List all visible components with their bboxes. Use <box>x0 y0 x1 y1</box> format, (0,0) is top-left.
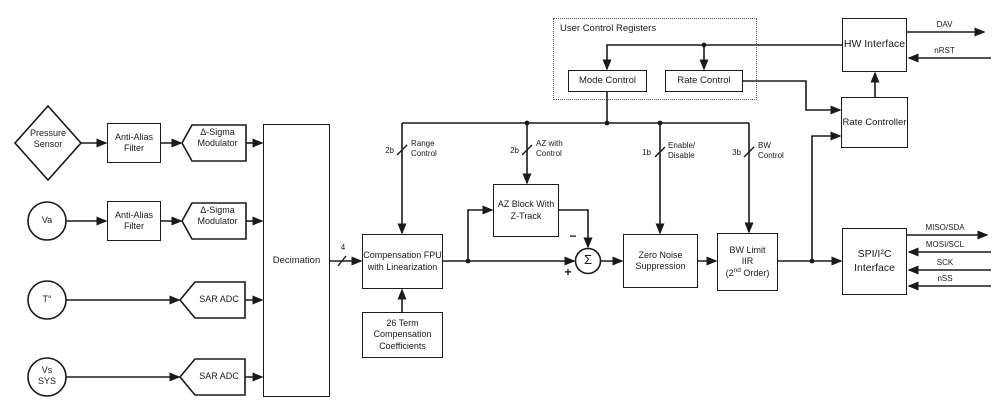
sum-minus-sign: − <box>569 229 577 243</box>
bus-width-slash-bw <box>743 146 755 158</box>
sum-plus-sign: + <box>564 265 572 279</box>
pressure-sensor-label: Pressure Sensor <box>29 128 66 149</box>
block-spi-i2c-interface: SPI/I²C Interface <box>842 228 907 295</box>
bus-width-slash-4 <box>337 255 347 267</box>
vs-sys-label: Vs SYS <box>37 365 56 386</box>
nrst-label: nRST <box>934 46 955 55</box>
wire-branch-to-az-block <box>467 205 494 261</box>
va-label: Va <box>41 215 53 225</box>
block-rate-controller: Rate Controller <box>841 97 908 148</box>
block-zero-noise-suppression: Zero Noise Suppression <box>623 234 698 288</box>
az-control-label: AZ with Control <box>536 139 563 158</box>
bw-limit-line2: IIR <box>741 255 754 266</box>
block-anti-alias-filter-1: Anti-Alias Filter <box>107 123 161 163</box>
summing-node-symbol: Σ <box>583 252 593 267</box>
delta-sigma-modulator-label-1: Δ-Sigma Modulator <box>197 127 238 148</box>
block-anti-alias-filter-2: Anti-Alias Filter <box>107 201 161 241</box>
az-control-bits: 2b <box>510 146 519 155</box>
block-bw-limit-iir: BW Limit IIR (2nd Order) <box>717 233 778 291</box>
block-hw-interface: HW Interface <box>842 18 907 72</box>
enable-bits: 1b <box>642 148 651 157</box>
wire-rate-control-to-rate-controller <box>743 80 842 115</box>
junction-dot <box>524 120 530 126</box>
dav-label: DAV <box>936 20 953 29</box>
summing-junction-circle <box>574 247 602 275</box>
bus-width-slash-enable <box>654 146 666 158</box>
enable-disable-label: Enable/ Disable <box>668 141 696 160</box>
block-compensation-fpu: Compensation FPU with Linearization <box>362 234 443 289</box>
wire-hw-to-mode-control <box>602 44 842 71</box>
miso-sda-label: MISO/SDA <box>925 223 965 232</box>
mosi-scl-label: MOSI/SCL <box>925 240 965 249</box>
pressure-sensor-diamond <box>13 104 83 182</box>
junction-dot <box>604 120 610 126</box>
range-control-bits: 2b <box>385 146 394 155</box>
block-az-block: AZ Block With Z-Track <box>493 184 559 237</box>
range-control-label: Range Control <box>411 139 437 158</box>
wire-az-to-summing <box>559 209 593 249</box>
bw-control-label: BW Control <box>758 141 784 160</box>
sar-adc-label-2: SAR ADC <box>199 371 239 381</box>
junction-dot <box>701 42 707 48</box>
sar-adc-label-1: SAR ADC <box>199 294 239 304</box>
user-control-registers-group <box>553 18 757 100</box>
junction-dot <box>465 258 471 264</box>
wire-branch-to-rate-controller <box>811 131 842 261</box>
bus-width-slash-range <box>396 144 408 156</box>
bw-control-bits: 3b <box>732 148 741 157</box>
block-mode-control: Mode Control <box>568 70 647 92</box>
bw-limit-line3: (2nd Order) <box>725 267 770 279</box>
delta-sigma-modulator-label-2: Δ-Sigma Modulator <box>197 205 238 226</box>
block-compensation-coefficients: 26 Term Compensation Coefficients <box>362 312 443 358</box>
temperature-label: T° <box>42 294 52 304</box>
sck-label: SCK <box>936 258 954 267</box>
nss-label: nSS <box>937 274 953 283</box>
block-rate-control: Rate Control <box>665 70 743 92</box>
bus-width-slash-az <box>521 144 533 156</box>
decimation-bus-width-label: 4 <box>340 243 346 252</box>
user-control-registers-title: User Control Registers <box>560 23 657 34</box>
bw-limit-line1: BW Limit <box>729 244 766 255</box>
junction-dot <box>809 258 815 264</box>
block-decimation: Decimation <box>263 124 330 397</box>
junction-dot <box>657 120 663 126</box>
